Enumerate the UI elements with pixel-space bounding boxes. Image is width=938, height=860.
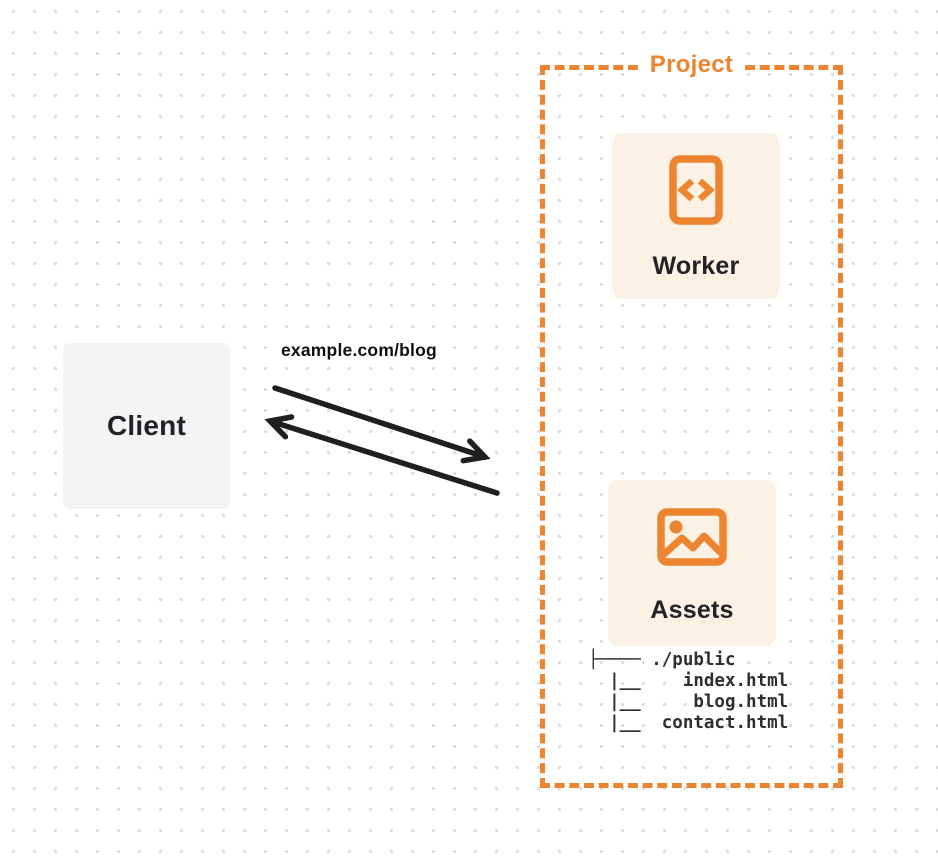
worker-node: Worker — [612, 133, 780, 299]
request-arrow — [272, 385, 491, 464]
project-label: Project — [640, 51, 743, 79]
assets-node: Assets — [608, 480, 776, 646]
client-label: Client — [107, 410, 186, 441]
response-arrow — [264, 414, 500, 496]
assets-file-tree: ├──── ./public |__ index.html |__ blog.h… — [588, 650, 789, 733]
project-boundary: Project Worker Assets ├──── ./public |__… — [540, 51, 843, 788]
code-file-icon — [669, 155, 723, 225]
worker-label: Worker — [652, 252, 740, 280]
request-url-label: example.com/blog — [281, 340, 437, 360]
request-response-arrows — [264, 385, 500, 496]
assets-label: Assets — [650, 596, 734, 624]
client-node: Client — [63, 343, 230, 509]
image-picture-icon — [657, 508, 727, 566]
